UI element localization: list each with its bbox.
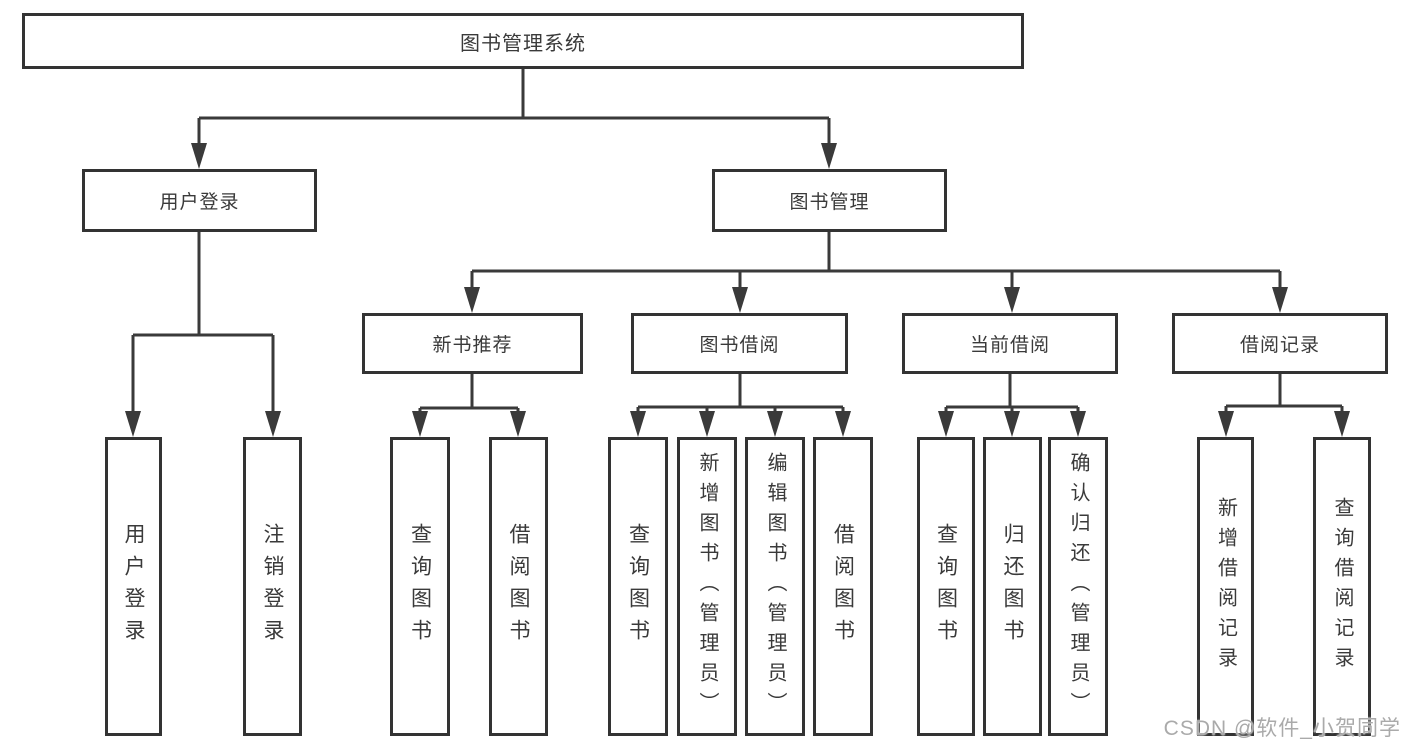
connector-user-login-to-leaves [131, 232, 275, 417]
node-leaf-query-books-recommend: 查询图书 [390, 437, 450, 736]
node-new-book-recommend: 新书推荐 [362, 313, 583, 374]
arrow-down-icon [1218, 411, 1234, 437]
node-label: 用户登录 [159, 192, 240, 213]
connector-borrowing-records-to-leaves [1224, 374, 1344, 417]
node-book-management-branch: 图书管理 [712, 169, 947, 232]
arrow-down-icon [938, 411, 954, 437]
node-borrowing-records: 借阅记录 [1172, 313, 1388, 374]
node-label: 查询借阅记录 [1331, 496, 1353, 677]
arrow-down-icon [412, 411, 428, 437]
node-label: 当前借阅 [969, 335, 1050, 356]
node-library-management-system: 图书管理系统 [22, 13, 1024, 69]
arrow-down-icon [732, 287, 748, 313]
node-leaf-user-login: 用户登录 [105, 437, 162, 736]
watermark: CSDN @软件_小贺同学 [1163, 717, 1401, 740]
arrow-down-icon [1272, 287, 1288, 313]
node-label: 查询图书 [626, 522, 650, 651]
arrow-down-icon [125, 411, 141, 437]
node-label: 新增借阅记录 [1214, 496, 1237, 677]
node-label: 借阅记录 [1239, 335, 1320, 356]
node-leaf-borrow-books-recommend: 借阅图书 [489, 437, 548, 736]
arrow-down-icon [1004, 287, 1020, 313]
node-label: 借阅图书 [507, 522, 530, 651]
node-book-borrowing: 图书借阅 [631, 313, 848, 374]
arrow-down-icon [464, 287, 480, 313]
node-label: 图书管理系统 [460, 32, 586, 55]
node-label: 新增图书（管理员） [696, 451, 718, 722]
arrow-down-icon [699, 411, 715, 437]
arrow-down-icon [1070, 411, 1086, 437]
node-leaf-add-borrow-record: 新增借阅记录 [1197, 437, 1254, 736]
node-leaf-return-books: 归还图书 [983, 437, 1042, 736]
node-label: 归还图书 [1001, 522, 1024, 651]
node-label: 用户登录 [122, 522, 145, 651]
node-leaf-logout: 注销登录 [243, 437, 302, 736]
node-label: 确认归还（管理员） [1067, 451, 1089, 722]
connector-root-to-level2 [197, 69, 831, 149]
node-leaf-confirm-return-admin: 确认归还（管理员） [1048, 437, 1108, 736]
arrow-down-icon [835, 411, 851, 437]
node-label: 查询图书 [408, 522, 432, 651]
node-label: 注销登录 [261, 522, 284, 651]
node-user-login-branch: 用户登录 [82, 169, 317, 232]
node-leaf-add-books-admin: 新增图书（管理员） [677, 437, 737, 736]
node-leaf-borrow-books: 借阅图书 [813, 437, 873, 736]
connector-new-book-to-leaves [418, 374, 520, 417]
arrow-down-icon [630, 411, 646, 437]
arrow-down-icon [821, 143, 837, 169]
arrow-down-icon [265, 411, 281, 437]
node-leaf-query-books-current: 查询图书 [917, 437, 975, 736]
arrow-down-icon [510, 411, 526, 437]
connector-current-borrowing-to-leaves [944, 374, 1080, 417]
node-label: 编辑图书（管理员） [764, 451, 786, 722]
node-label: 图书管理 [789, 192, 870, 213]
connector-book-management-to-level3 [470, 232, 1282, 293]
arrow-down-icon [191, 143, 207, 169]
arrow-down-icon [1334, 411, 1350, 437]
node-current-borrowing: 当前借阅 [902, 313, 1118, 374]
node-label: 图书借阅 [699, 335, 780, 356]
connector-book-borrowing-to-leaves [636, 374, 845, 417]
node-label: 查询图书 [934, 522, 958, 651]
node-leaf-query-books-borrowing: 查询图书 [608, 437, 668, 736]
arrow-down-icon [767, 411, 783, 437]
arrow-down-icon [1004, 411, 1020, 437]
node-label: 新书推荐 [432, 335, 513, 356]
node-leaf-query-borrow-record: 查询借阅记录 [1313, 437, 1371, 736]
node-label: 借阅图书 [831, 522, 855, 651]
node-leaf-edit-books-admin: 编辑图书（管理员） [745, 437, 805, 736]
